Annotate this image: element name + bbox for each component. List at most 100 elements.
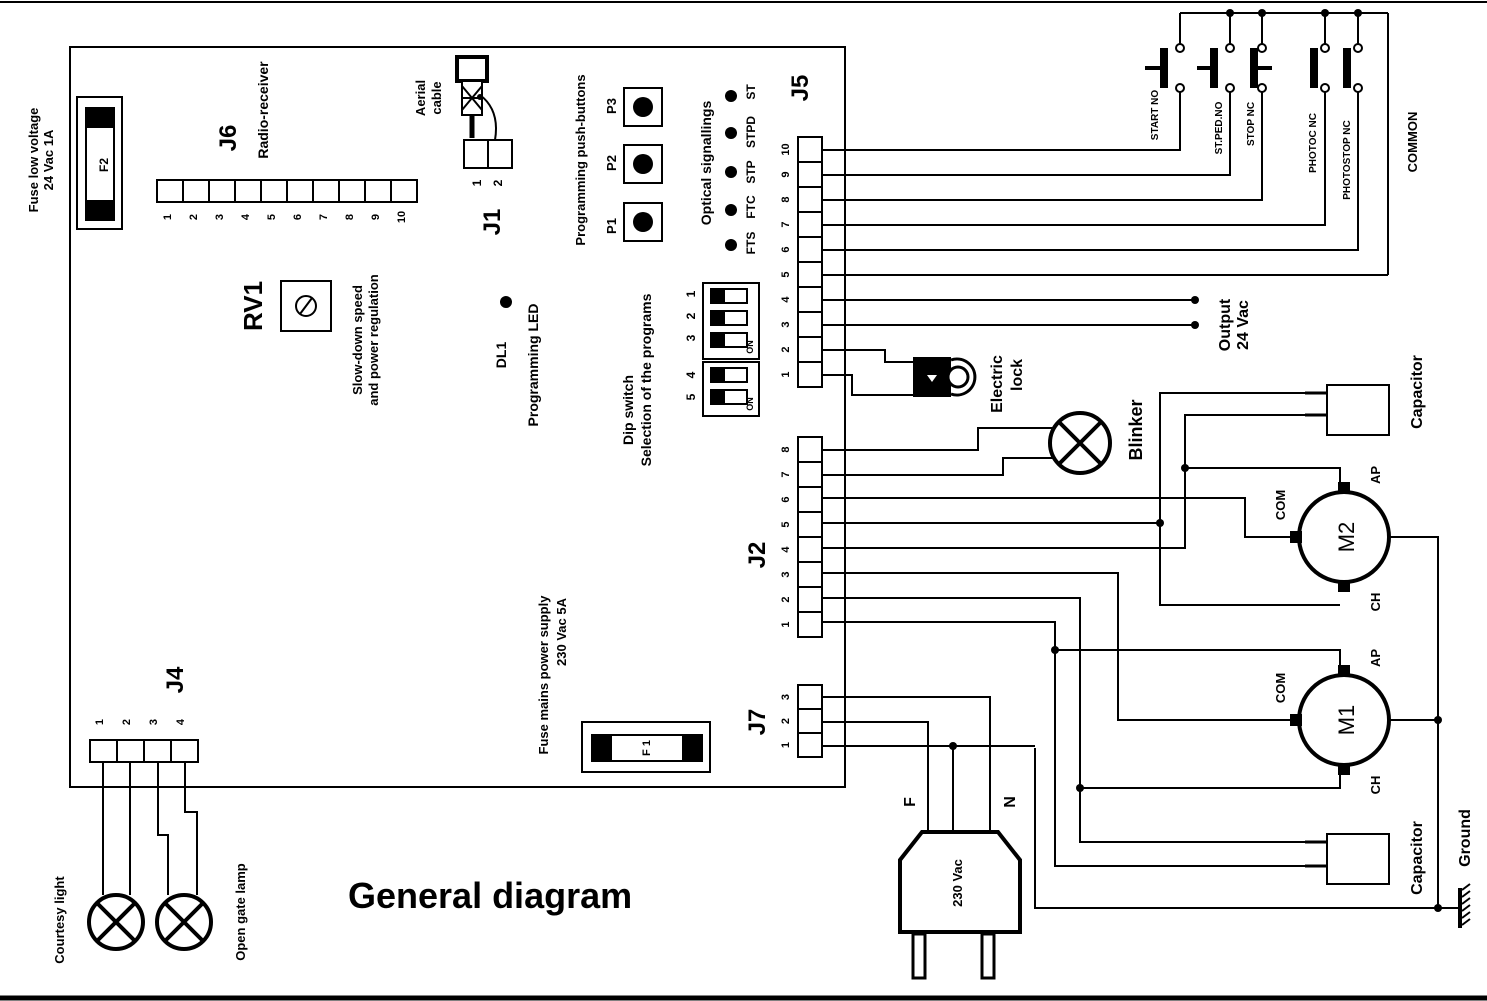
optical-signallings-label: Optical signallings <box>698 101 714 226</box>
j6-pin-label: 6 <box>292 214 304 220</box>
j6-pin-cell <box>208 179 236 203</box>
dip-selection-label: Selection of the programs <box>638 293 654 466</box>
dl1-label: DL1 <box>493 342 509 369</box>
j5-pin-cell <box>797 361 823 388</box>
j7-pin-label: 1 <box>780 742 792 748</box>
connector-j7: 321 <box>780 684 823 758</box>
j5-pin-label: 6 <box>780 246 792 252</box>
led-dl1 <box>500 296 512 308</box>
dip-number-label: 3 <box>684 334 698 341</box>
p1-label: P1 <box>604 218 619 234</box>
j6-pin-cell <box>286 179 314 203</box>
j6-pin-cell <box>364 179 392 203</box>
dip-switch-knob <box>711 333 725 347</box>
j2-pin-cell <box>797 611 823 638</box>
fuse-f2: F2 <box>76 96 123 230</box>
switch-photoc-nc: PHOTOC NC <box>1308 113 1319 173</box>
neutral-label: N <box>1002 796 1019 808</box>
j4-pin-cell <box>143 739 172 763</box>
j6-pin-cell <box>312 179 340 203</box>
m2-ap-label: AP <box>1368 466 1383 484</box>
led-label: STP <box>744 160 758 183</box>
common-label: COMMON <box>1405 112 1420 173</box>
j2-pin-label: 3 <box>780 571 792 577</box>
p2-label: P2 <box>604 155 619 171</box>
radio-receiver-label: Radio-receiver <box>255 61 271 159</box>
programming-push-buttons <box>623 87 663 242</box>
j5-pin-cell <box>797 236 823 263</box>
blinker-lamp <box>822 411 1112 476</box>
j6-pin-label: 8 <box>344 214 356 220</box>
j2-pin-cell <box>797 436 823 463</box>
j6-pin-label: 2 <box>188 214 200 220</box>
j6-pin-label: 9 <box>370 214 382 220</box>
plug-voltage-label: 230 Vac <box>950 859 965 907</box>
capacitor-label-top: Capacitor <box>1409 355 1426 429</box>
j6-pin-cell <box>182 179 210 203</box>
switch-st-ped-no: ST.PED.NO <box>1214 101 1225 154</box>
j5-pin-cell <box>797 161 823 188</box>
j6-pin-cell <box>156 179 184 203</box>
j1-label: J1 <box>479 209 506 236</box>
fuse-low-rating-label: 24 Vac 1A <box>41 129 56 190</box>
j2-pin-label: 1 <box>780 621 792 627</box>
j2-pin-cell <box>797 561 823 588</box>
rv1-label: RV1 <box>238 281 268 331</box>
electric-lock-label-2: lock <box>1009 359 1026 391</box>
m2-ch-label: CH <box>1368 593 1383 612</box>
aerial-label-1: Aerial <box>413 80 428 116</box>
j5-pin-label: 2 <box>780 346 792 352</box>
j5-pin-cell <box>797 286 823 313</box>
fuse-mains-label-1: Fuse mains power supply <box>536 595 551 755</box>
j5-wiring <box>822 92 1388 397</box>
j2-pin-cell <box>797 486 823 513</box>
motor-m1: M1 <box>822 572 1442 792</box>
open-gate-lamp-label: Open gate lamp <box>233 863 248 961</box>
lamp-wiring <box>102 762 198 895</box>
j2-pin-cell <box>797 511 823 538</box>
j5-pin-label: 5 <box>780 271 792 277</box>
led-label: STPD <box>744 116 758 148</box>
j2-pin-label: 7 <box>780 471 792 477</box>
j6-pin-cell <box>260 179 288 203</box>
j4-pin-cell <box>89 739 118 763</box>
j4-pin-cell <box>170 739 199 763</box>
j2-label: J2 <box>744 542 771 569</box>
push-buttons-label: Programming push-buttons <box>573 74 588 245</box>
dip-switch-knob <box>711 368 725 382</box>
j7-pin-cell <box>797 708 823 734</box>
led-stpd <box>725 127 737 139</box>
j4-pin-label: 3 <box>148 719 160 725</box>
push-button-dot <box>633 97 653 117</box>
j7-pin-cell <box>797 684 823 710</box>
rv1-desc-1: Slow-down speed <box>350 285 365 395</box>
led-ftc <box>725 204 737 216</box>
safety-switches <box>1145 9 1389 275</box>
m1-label: M1 <box>1334 705 1359 736</box>
j5-label: J5 <box>787 75 814 102</box>
switch-start-no: START NO <box>1150 90 1161 141</box>
m2-com-label: COM <box>1273 490 1288 520</box>
capacitor-m2 <box>822 384 1390 606</box>
aerial-label-2: cable <box>429 81 444 114</box>
j5-pin-cell <box>797 211 823 238</box>
blinker-label: Blinker <box>1126 399 1146 460</box>
j6-pin-label: 4 <box>240 213 252 220</box>
output-label-1: Output <box>1217 298 1234 351</box>
dip-on-label: ON <box>745 340 755 354</box>
dip-number-label: 4 <box>684 371 698 378</box>
j2-pin-cell <box>797 586 823 613</box>
phase-label: F <box>902 797 919 807</box>
dip-number-label: 5 <box>684 393 698 400</box>
j6-pin-cell <box>338 179 366 203</box>
trimmer-rv1 <box>280 280 332 332</box>
j4-pin-label: 1 <box>94 719 106 725</box>
j2-pin-label: 8 <box>780 446 792 452</box>
j5-pin-label: 4 <box>780 296 792 303</box>
j2-pin-cell <box>797 536 823 563</box>
motor-m2: M2 <box>822 464 1439 908</box>
courtesy-light-label: Courtesy light <box>52 876 67 964</box>
j5-pin-cell <box>797 336 823 363</box>
output-label-2: 24 Vac <box>1235 300 1252 350</box>
j5-pin-label: 9 <box>780 171 792 177</box>
